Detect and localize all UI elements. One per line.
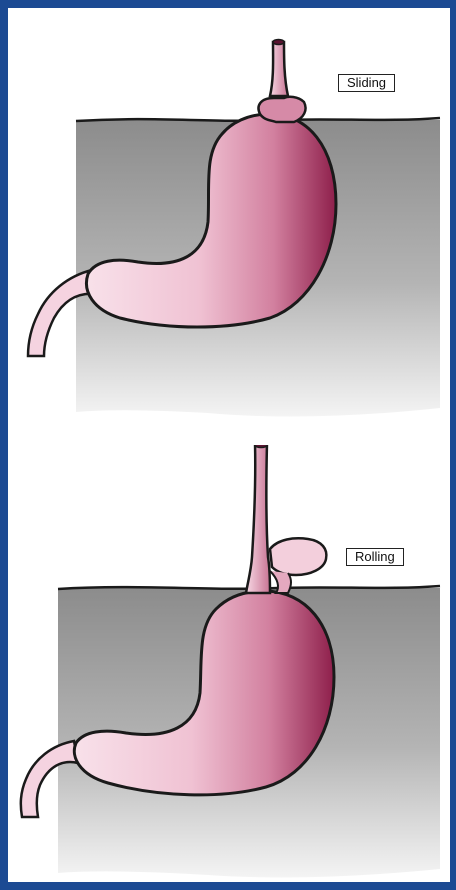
esophagus-opening: [255, 445, 267, 448]
rolling-hernia-panel: Rolling: [8, 445, 450, 882]
esophagus-opening: [273, 40, 284, 45]
rolling-hernia-illustration: [8, 445, 450, 882]
esophagus: [270, 42, 288, 96]
sliding-label: Sliding: [338, 74, 395, 92]
esophagus: [246, 445, 270, 593]
diagram-frame: Sliding: [8, 8, 450, 882]
rolling-label: Rolling: [346, 548, 404, 566]
herniated-stomach: [259, 97, 306, 122]
sliding-hernia-panel: Sliding: [8, 8, 450, 445]
herniated-pouch: [270, 538, 326, 575]
